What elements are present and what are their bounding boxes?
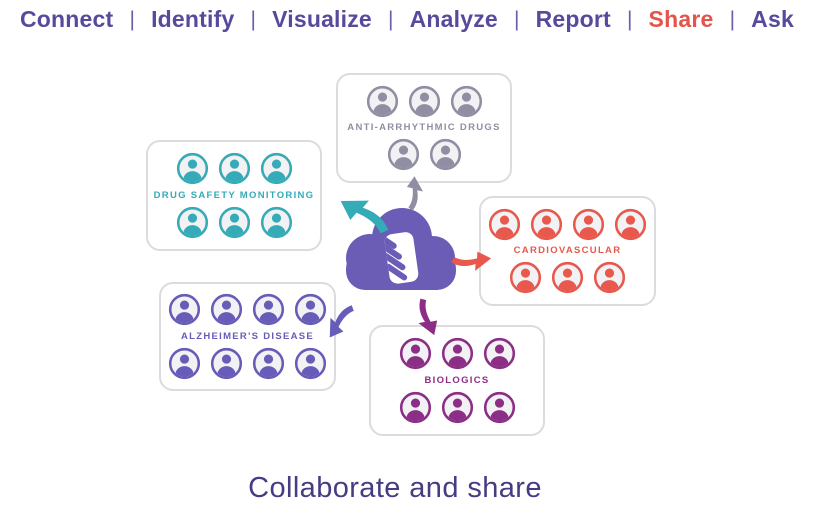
cloud-document-icon xyxy=(346,208,456,290)
person-icon xyxy=(483,392,515,424)
icon-row xyxy=(168,347,327,380)
group-label: CARDIOVASCULAR xyxy=(513,245,622,257)
person-icon xyxy=(551,262,584,294)
group-label: ALZHEIMER'S DISEASE xyxy=(180,330,315,342)
person-icon xyxy=(294,294,327,326)
nav-separator: | xyxy=(129,7,135,31)
group-box-biologics: BIOLOGICS xyxy=(369,325,545,436)
icon-row xyxy=(366,85,483,118)
icon-row xyxy=(509,261,626,294)
person-icon xyxy=(488,208,521,240)
nav-item-connect[interactable]: Connect xyxy=(20,6,114,32)
group-box-alzheimers-disease: ALZHEIMER'S DISEASE xyxy=(159,282,336,391)
nav-item-share[interactable]: Share xyxy=(648,6,714,32)
person-icon xyxy=(530,208,563,240)
person-icon xyxy=(593,262,626,294)
group-label: ANTI-ARRHYTHMIC DRUGS xyxy=(347,122,501,134)
caption: Collaborate and share xyxy=(248,472,542,504)
person-icon xyxy=(408,85,440,117)
person-icon xyxy=(252,347,285,379)
person-icon xyxy=(387,139,419,171)
nav-separator: | xyxy=(626,7,633,31)
person-icon xyxy=(509,262,542,294)
person-icon xyxy=(441,392,473,424)
icon-row xyxy=(399,391,516,424)
person-icon xyxy=(218,207,250,239)
person-icon xyxy=(366,85,398,117)
person-icon xyxy=(168,294,201,326)
icon-row xyxy=(168,293,327,326)
nav-item-report[interactable]: Report xyxy=(535,6,611,32)
person-icon xyxy=(399,392,431,424)
person-icon xyxy=(210,294,243,326)
icon-row xyxy=(399,337,516,370)
person-icon xyxy=(614,208,647,240)
group-box-cardiovascular: CARDIOVASCULAR xyxy=(479,196,656,306)
nav-separator: | xyxy=(388,7,394,31)
group-box-drug-safety-monitoring: DRUG SAFETY MONITORING xyxy=(146,140,322,251)
top-nav: Connect | Identify | Visualize | Analyze | Repor… xyxy=(0,6,814,33)
person-icon xyxy=(572,208,605,240)
icon-row xyxy=(176,152,293,185)
icon-row xyxy=(176,206,293,239)
person-icon xyxy=(429,139,461,171)
nav-item-identify[interactable]: Identify xyxy=(151,6,235,32)
person-icon xyxy=(260,207,292,239)
nav-separator: | xyxy=(250,7,257,31)
person-icon xyxy=(176,207,208,239)
group-box-anti-arrhythmic-drugs: ANTI-ARRHYTHMIC DRUGS xyxy=(336,73,512,183)
nav-item-ask[interactable]: Ask xyxy=(751,6,794,32)
person-icon xyxy=(210,347,243,379)
group-label: DRUG SAFETY MONITORING xyxy=(153,189,315,201)
group-label: BIOLOGICS xyxy=(424,374,490,386)
icon-row xyxy=(488,208,647,241)
person-icon xyxy=(483,337,515,369)
nav-item-analyze[interactable]: Analyze xyxy=(409,6,498,32)
person-icon xyxy=(450,85,482,117)
nav-separator: | xyxy=(729,7,736,31)
icon-row xyxy=(387,138,462,171)
nav-separator: | xyxy=(514,7,520,31)
person-icon xyxy=(260,152,292,184)
person-icon xyxy=(252,294,285,326)
person-icon xyxy=(176,152,208,184)
person-icon xyxy=(399,337,431,369)
person-icon xyxy=(218,152,250,184)
person-icon xyxy=(441,337,473,369)
collaboration-diagram: ANTI-ARRHYTHMIC DRUGS DRUG SAFETY MONITO… xyxy=(0,50,814,460)
person-icon xyxy=(294,347,327,379)
nav-item-visualize[interactable]: Visualize xyxy=(272,6,372,32)
person-icon xyxy=(168,347,201,379)
